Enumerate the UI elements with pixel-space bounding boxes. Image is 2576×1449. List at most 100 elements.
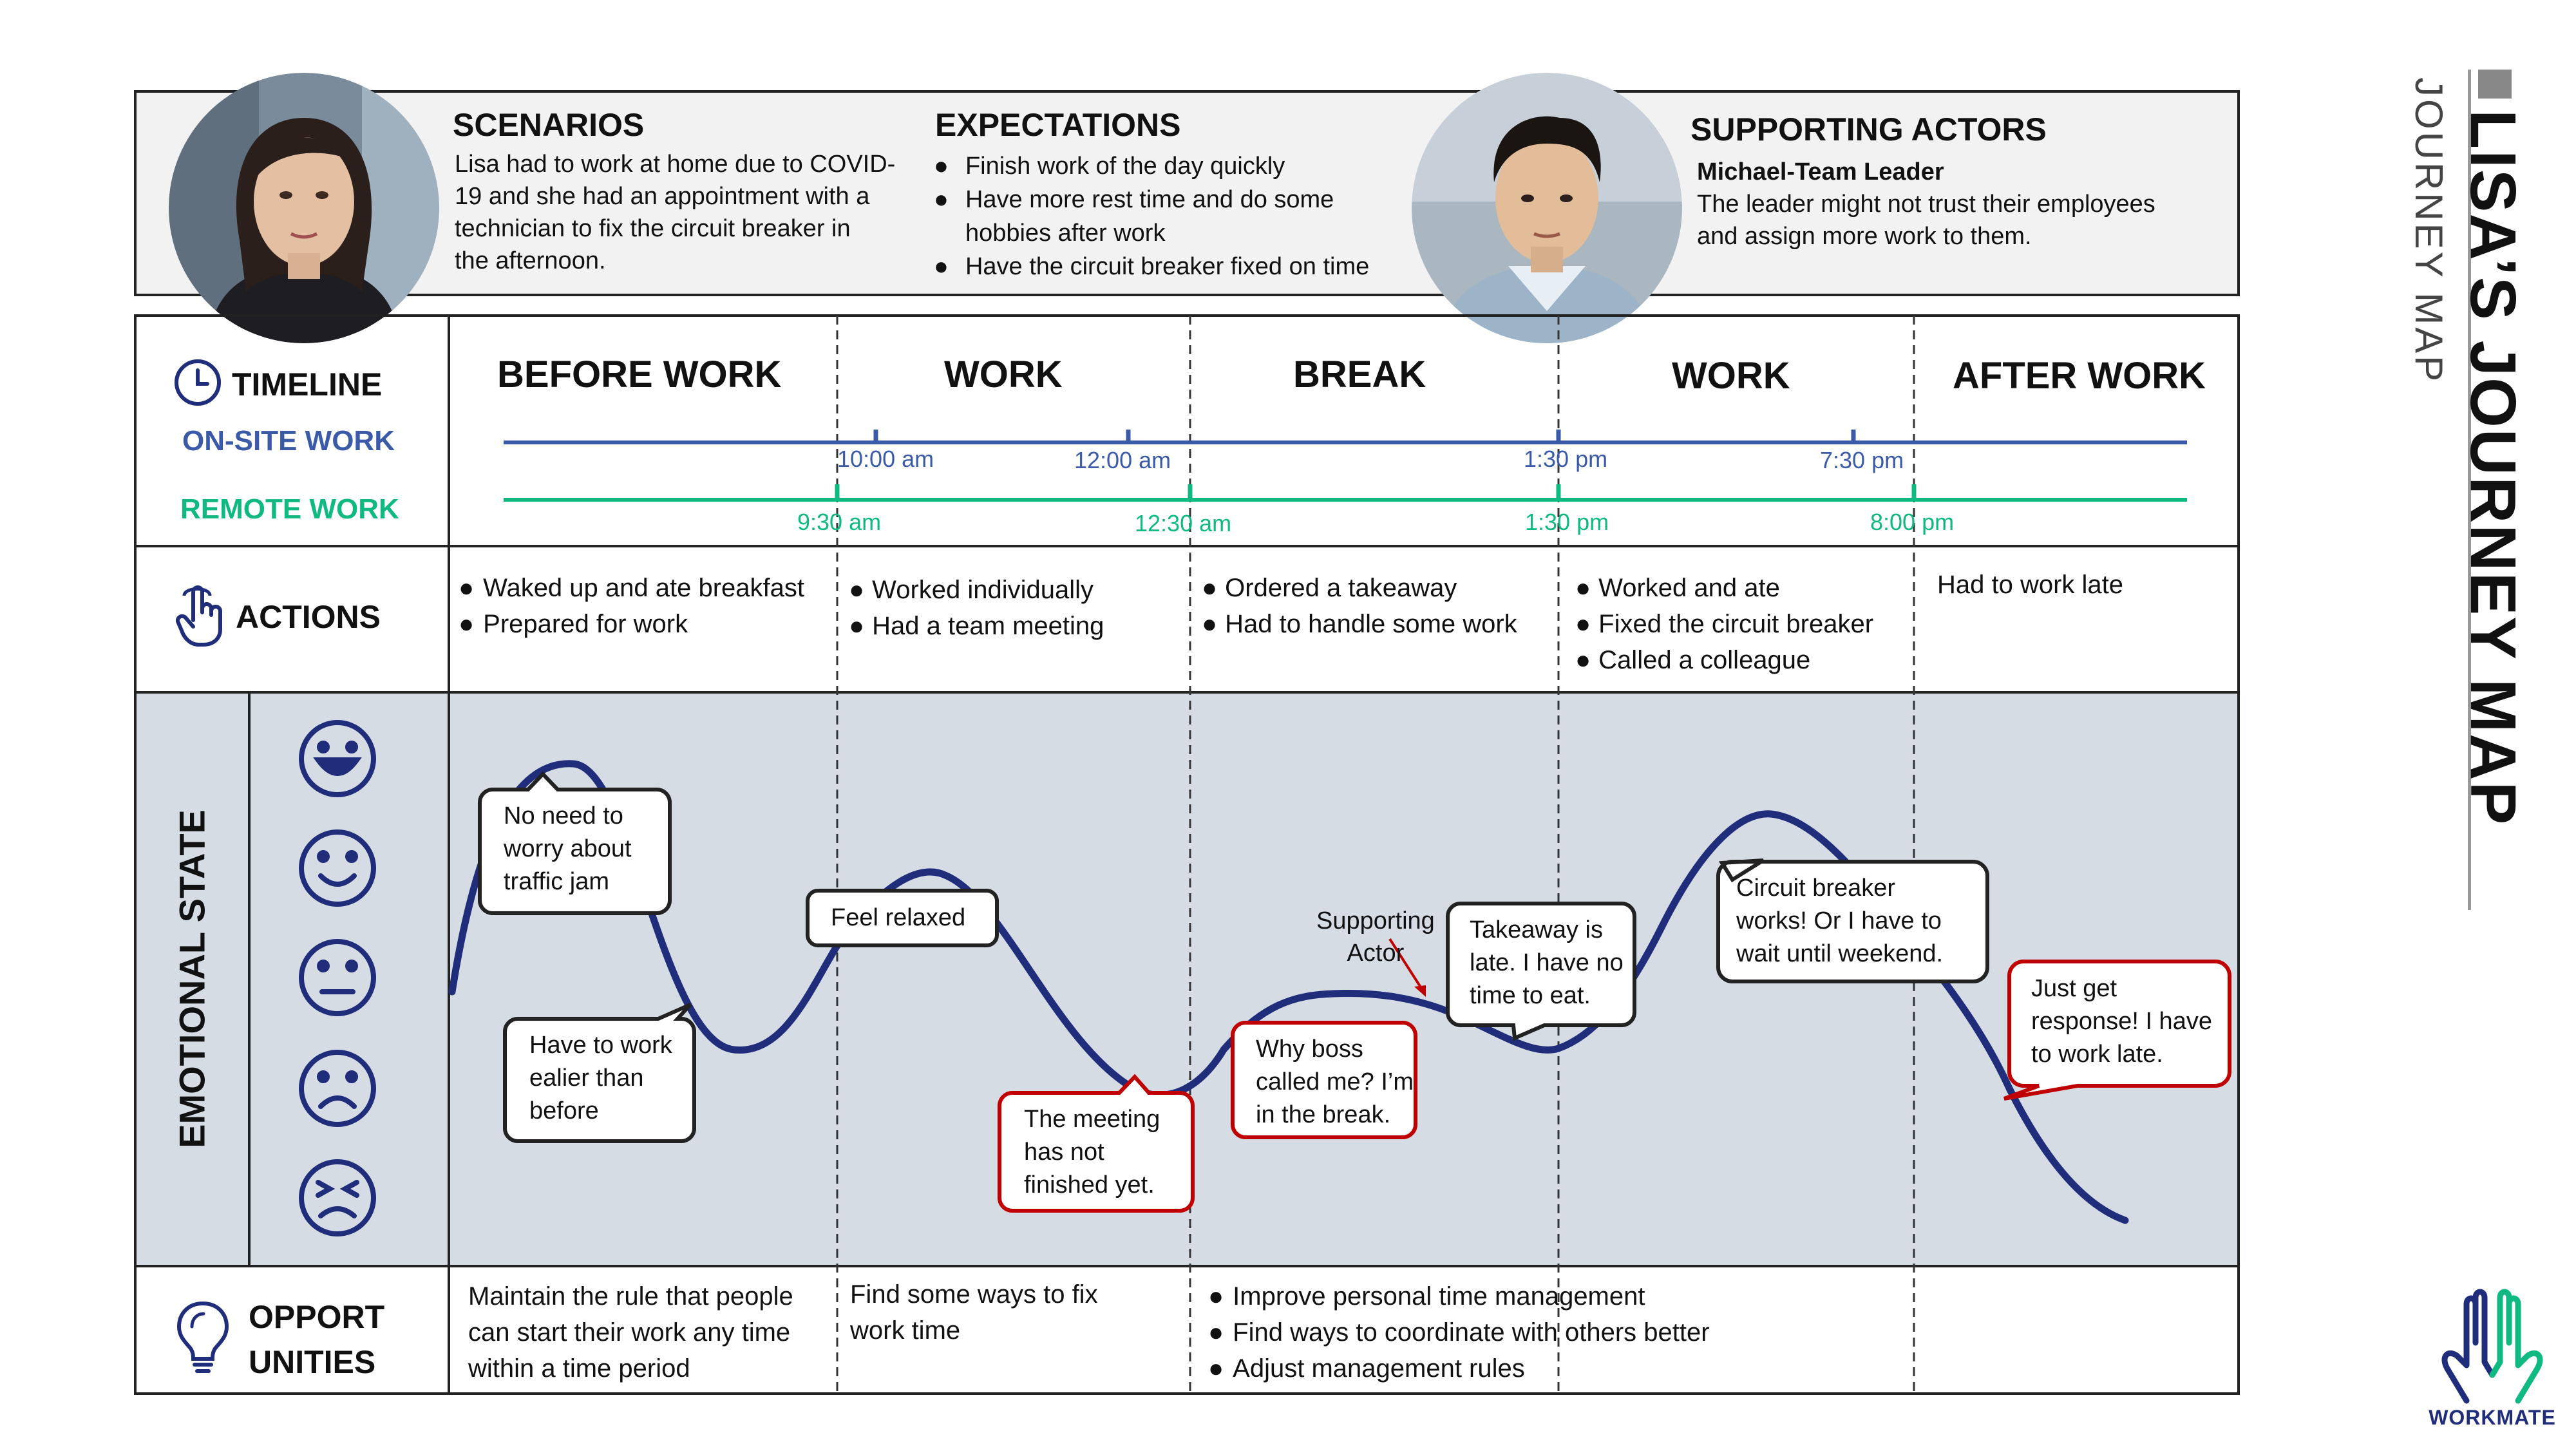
expectation-line: hobbies after work — [965, 220, 1166, 247]
bullet-icon: ● — [1202, 610, 1218, 638]
action-text: Called a colleague — [1598, 646, 1811, 674]
supporting-actor-annotation: Supporting Actor — [1316, 905, 1435, 969]
pointing-hand-icon — [175, 583, 229, 650]
annotation-line: Actor — [1347, 940, 1405, 967]
action-item: ●Worked individually — [849, 572, 1104, 608]
onsite-time: 1:30 pm — [1524, 446, 1608, 472]
callout-text: Have to work ealier than before — [529, 1029, 672, 1128]
opportunity-text: Adjust management rules — [1233, 1354, 1525, 1383]
michael-avatar — [1412, 73, 1682, 343]
clock-icon — [173, 357, 223, 411]
action-text: Had to handle some work — [1225, 610, 1517, 638]
callout-shape — [998, 1074, 1195, 1213]
callout-line: Have to work — [529, 1032, 672, 1059]
callout-line: Feel relaxed — [831, 904, 966, 931]
journey-table — [134, 314, 2240, 1395]
action-item: ●Prepared for work — [459, 606, 804, 642]
overview-panel — [134, 90, 2240, 296]
callout-text: Why boss called me? I’m in the break. — [1256, 1033, 1414, 1132]
opportunities-label-group: OPPORT UNITIES — [174, 1294, 384, 1385]
arrow-head-icon — [1414, 985, 1426, 997]
callout-line: time to eat. — [1470, 982, 1591, 1009]
bullet-icon: ● — [1575, 574, 1591, 602]
opportunity-item: ● Improve personal time management — [1208, 1278, 1710, 1314]
callout-text: The meeting has not finished yet. — [1024, 1103, 1160, 1202]
page-subtitle: JOURNEY MAP — [2407, 77, 2450, 384]
expectations-heading: EXPECTATIONS — [935, 107, 1181, 143]
expectation-item: ●Finish work of the day quickly — [934, 149, 1410, 183]
callout-line: works! Or I have to — [1736, 907, 1942, 934]
remote-work-label: REMOTE WORK — [180, 493, 399, 525]
actions-cell: ●Worked and ate ●Fixed the circuit break… — [1575, 570, 1873, 678]
bullet-icon: ● — [1208, 1354, 1224, 1383]
workmate-hands-icon — [2441, 1289, 2543, 1404]
callout-line: late. I have no — [1470, 949, 1624, 976]
callout-shape — [503, 1003, 696, 1143]
callout-line: ealier than — [529, 1065, 644, 1092]
bullet-icon: ● — [1208, 1282, 1224, 1311]
onsite-time: 12:00 am — [1074, 447, 1171, 473]
action-item: ●Worked and ate — [1575, 570, 1873, 606]
callout-line: The meeting — [1024, 1106, 1160, 1133]
annotation-line: Supporting — [1316, 907, 1435, 934]
bullet-icon: ● — [459, 610, 475, 638]
expectation-line: Finish work of the day quickly — [965, 153, 1285, 180]
callout-shape — [806, 889, 999, 947]
actions-cell: ●Worked individually ●Had a team meeting — [849, 572, 1104, 644]
opportunity-line: can start their work any time — [468, 1318, 791, 1347]
opportunities-label-line: OPPORT — [249, 1299, 385, 1335]
action-text: Worked individually — [872, 576, 1094, 604]
remote-time: 12:30 am — [1135, 510, 1232, 536]
callout-line: to work late. — [2031, 1041, 2163, 1068]
callout-shape — [478, 771, 672, 915]
action-item: ●Called a colleague — [1575, 642, 1873, 678]
expectation-item: ●Have the circuit breaker fixed on time — [934, 250, 1410, 283]
scenarios-line: Lisa had to work at home due to COVID- — [455, 151, 896, 178]
phase-header: BEFORE WORK — [497, 354, 782, 395]
very-happy-face-icon — [299, 720, 376, 797]
opportunity-text: Improve personal time management — [1233, 1282, 1645, 1311]
actions-cell: ●Ordered a takeaway ●Had to handle some … — [1202, 570, 1517, 642]
opportunity-item: ●Find ways to coordinate with others bet… — [1208, 1314, 1710, 1350]
callout-line: in the break. — [1256, 1101, 1391, 1128]
actions-cell: ●Waked up and ate breakfast ●Prepared fo… — [459, 570, 804, 642]
supporting-actor-line: The leader might not trust their employe… — [1697, 191, 2155, 218]
actions-label-group: ACTIONS — [175, 583, 381, 650]
opportunity-item: ● Adjust management rules — [1208, 1350, 1710, 1387]
scenarios-line: 19 and she had an appointment with a — [455, 183, 870, 210]
bullet-icon: ● — [1575, 610, 1591, 638]
supporting-actors-heading: SUPPORTING ACTORS — [1690, 111, 2047, 147]
bullet-icon: ● — [1202, 574, 1218, 602]
callout-line: traffic jam — [504, 868, 610, 895]
supporting-actor-line: and assign more work to them. — [1697, 223, 2032, 250]
onsite-time: 10:00 am — [837, 446, 934, 472]
bullet-icon: ● — [1208, 1318, 1224, 1347]
title-accent-bar — [2478, 70, 2512, 99]
callout-line: called me? I’m — [1256, 1068, 1414, 1095]
action-item: ●Waked up and ate breakfast — [459, 570, 804, 606]
callout-text: Just get response! I have to work late. — [2031, 972, 2212, 1071]
page-title: LISA’S JOURNEY MAP — [2457, 109, 2529, 826]
action-text: Fixed the circuit breaker — [1598, 610, 1874, 638]
bullet-icon: ● — [849, 576, 865, 604]
callout-line: has not — [1024, 1139, 1104, 1166]
opportunity-line: work time — [850, 1316, 961, 1345]
action-text: Had a team meeting — [872, 612, 1104, 640]
bullet-icon: ● — [934, 253, 949, 280]
callout-line: Just get — [2031, 975, 2117, 1002]
callout-text: Takeaway is late. I have no time to eat. — [1470, 914, 1624, 1012]
opportunities-label: OPPORT UNITIES — [249, 1294, 384, 1385]
action-item: ●Fixed the circuit breaker — [1575, 606, 1873, 642]
logo-text: WORKMATE — [2429, 1406, 2556, 1429]
action-text: Worked and ate — [1598, 574, 1780, 602]
remote-time: 9:30 am — [797, 509, 882, 535]
opportunity-cell: ● Improve personal time management ●Find … — [1208, 1278, 1710, 1387]
action-text: Waked up and ate breakfast — [483, 574, 804, 602]
callout-line: wait until weekend. — [1736, 940, 1944, 967]
scenarios-heading: SCENARIOS — [453, 107, 645, 143]
callout-shape — [2003, 960, 2231, 1101]
callout-text: Circuit breaker works! Or I have to wait… — [1736, 872, 1943, 971]
neutral-face-icon — [299, 939, 376, 1016]
action-item: ●Had a team meeting — [849, 608, 1104, 644]
